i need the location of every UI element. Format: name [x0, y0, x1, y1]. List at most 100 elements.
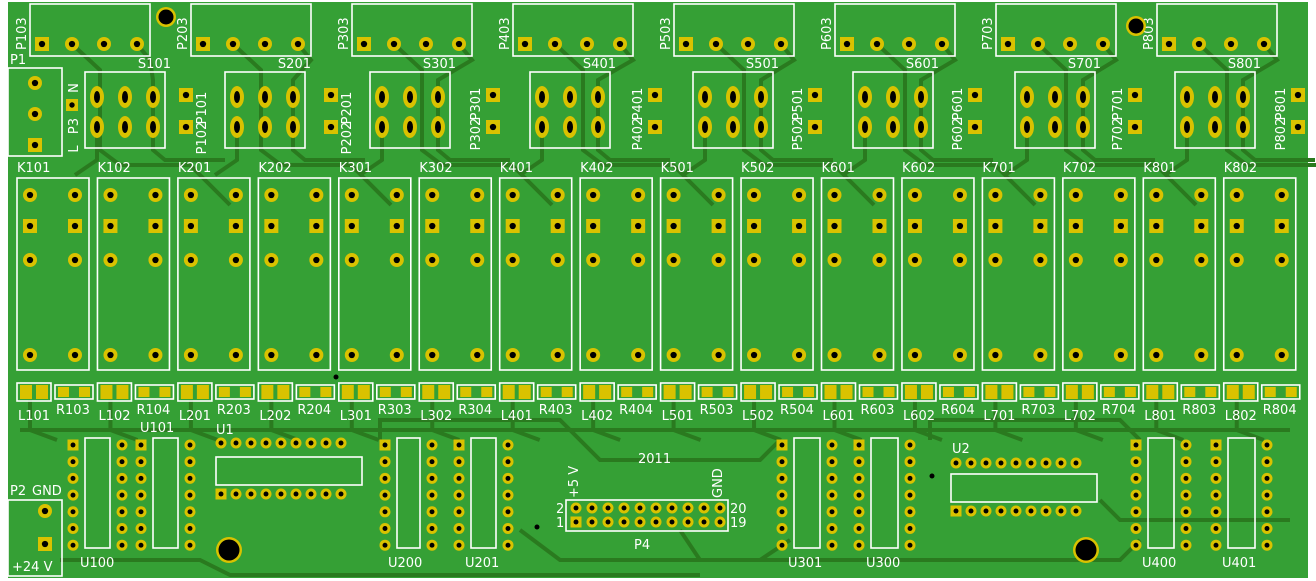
relay-outline — [418, 177, 493, 371]
drill-hole — [199, 40, 207, 48]
drill-hole — [956, 256, 964, 264]
drill-hole — [1183, 459, 1189, 465]
drill-hole — [474, 222, 481, 230]
drill-hole — [1213, 442, 1219, 448]
drill-hole — [829, 509, 835, 515]
drill-hole — [573, 519, 579, 525]
connector-label: P603 — [820, 17, 835, 50]
drill-hole — [122, 91, 128, 103]
switch-outline — [369, 71, 451, 149]
smd-pad — [803, 387, 815, 397]
drill-hole — [429, 492, 435, 498]
p3-label: P3 — [67, 118, 82, 134]
drill-hole — [907, 526, 913, 531]
led-label: L101 — [18, 409, 50, 424]
drill-hole — [1073, 460, 1079, 466]
drill-hole — [187, 509, 193, 515]
smd-pad — [1226, 385, 1239, 399]
pad-label: P502 — [791, 118, 806, 151]
drill-hole — [150, 91, 156, 103]
copper-trace — [875, 42, 1037, 207]
terminal-block-connector — [1156, 3, 1278, 57]
drill-hole — [589, 505, 595, 511]
pad-label: P501 — [791, 88, 806, 121]
drill-hole — [119, 526, 125, 531]
drill-hole — [393, 191, 400, 199]
drill-hole — [313, 191, 320, 199]
switch-label: S501 — [746, 57, 779, 72]
drill-hole — [323, 491, 329, 497]
drill-hole — [750, 256, 758, 264]
led-outline — [1142, 382, 1179, 402]
relay-outline — [659, 177, 734, 371]
smd-pad — [379, 387, 391, 397]
drill-hole — [590, 256, 597, 264]
drill-hole — [1213, 509, 1219, 515]
drill-hole — [429, 442, 435, 448]
drill-hole — [509, 256, 516, 264]
smd-pad — [422, 385, 435, 399]
drill-hole — [268, 222, 275, 230]
drill-hole — [758, 91, 764, 103]
drill-hole — [637, 519, 643, 525]
drill-hole — [669, 519, 675, 525]
drill-hole — [182, 91, 190, 99]
drill-hole — [911, 191, 919, 199]
drill-hole — [26, 222, 34, 230]
drill-hole — [505, 475, 511, 481]
copper-trace — [378, 418, 782, 462]
drill-hole — [717, 519, 723, 525]
drill-hole — [1294, 91, 1302, 99]
drill-hole — [583, 40, 591, 48]
drill-hole — [382, 442, 388, 448]
switch-outline — [529, 71, 611, 149]
drill-hole — [779, 542, 785, 548]
resistor-outline — [697, 384, 738, 400]
drill-hole — [750, 191, 758, 199]
drill-hole — [505, 509, 511, 515]
resistor-outline — [215, 384, 255, 400]
drill-hole — [456, 442, 462, 448]
drill-hole — [876, 191, 883, 199]
drill-hole — [702, 91, 708, 103]
drill-hole — [551, 40, 559, 48]
drill-hole — [829, 459, 835, 465]
drill-hole — [138, 542, 144, 548]
drill-hole — [1080, 91, 1086, 103]
smd-pad — [561, 387, 573, 397]
pad-label: P601 — [951, 88, 966, 121]
resistor-outline — [1180, 384, 1221, 400]
drill-hole — [1183, 475, 1189, 481]
drill-hole — [26, 351, 34, 359]
relay-label: K201 — [178, 161, 211, 176]
switch-label: S401 — [583, 57, 616, 72]
drill-hole — [1066, 40, 1074, 48]
drill-hole — [1073, 508, 1079, 514]
drill-hole — [876, 222, 883, 230]
smd-pad — [159, 387, 171, 397]
drill-hole — [554, 351, 561, 359]
led-outline — [418, 382, 455, 402]
drill-hole — [829, 475, 835, 481]
drill-hole — [382, 475, 388, 481]
switch-outline — [852, 71, 934, 149]
drill-hole — [435, 121, 441, 133]
drill-hole — [907, 509, 913, 515]
drill-hole — [1058, 460, 1064, 466]
drill-hole — [715, 256, 722, 264]
connector-label: P303 — [337, 17, 352, 50]
drill-hole — [182, 123, 190, 131]
smd-pad — [663, 385, 676, 399]
drill-hole — [509, 191, 516, 199]
drill-hole — [262, 121, 268, 133]
drill-hole — [992, 256, 999, 264]
relay-outline — [16, 177, 90, 371]
led-outline — [659, 382, 696, 402]
led-outline — [498, 382, 535, 402]
drill-hole — [429, 459, 435, 465]
drill-hole — [1072, 191, 1079, 199]
p2-gnd-label: GND — [32, 484, 62, 499]
p1-connector — [7, 67, 63, 157]
drill-hole — [1213, 459, 1219, 465]
drill-hole — [1037, 191, 1044, 199]
